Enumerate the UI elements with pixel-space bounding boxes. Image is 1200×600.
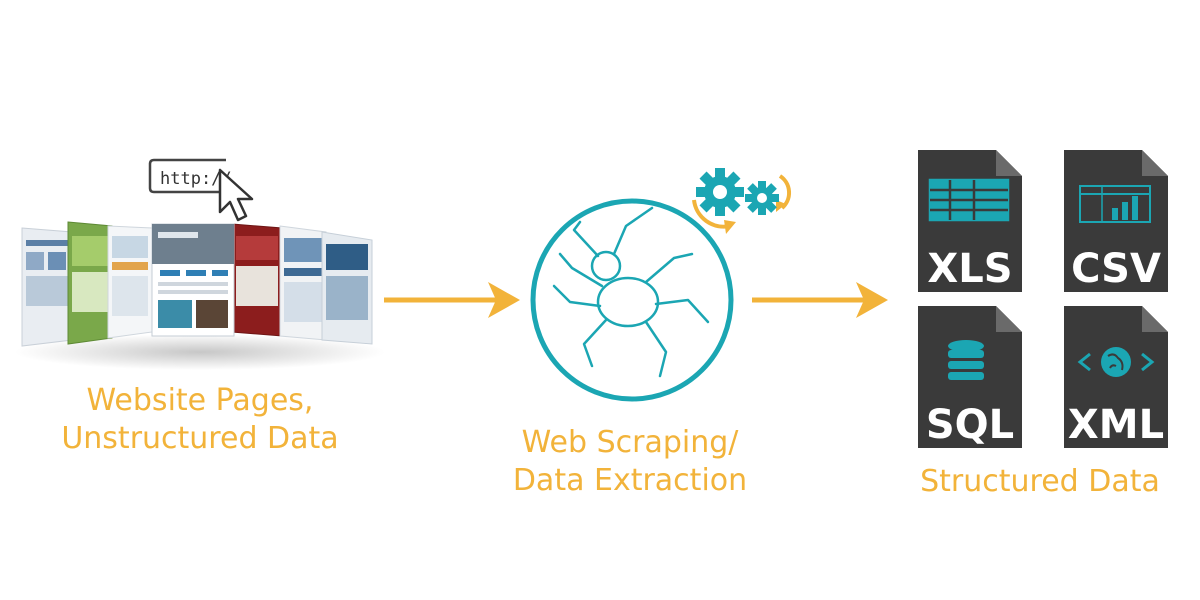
web-scraper-spider-icon xyxy=(530,198,734,402)
gears-icon xyxy=(692,168,792,234)
scraper-circle xyxy=(530,198,734,402)
page-thumb-left-3 xyxy=(107,225,153,339)
website-pages-collage: http:// xyxy=(15,158,385,370)
output-caption-text: Structured Data xyxy=(920,464,1160,499)
output-caption: Structured Data xyxy=(900,463,1180,501)
xml-label: XML xyxy=(1068,402,1164,448)
url-text: http:// xyxy=(160,169,232,189)
collage-shadow xyxy=(15,334,385,370)
source-caption-line1: Website Pages, xyxy=(86,383,314,418)
page-thumb-left-2 xyxy=(67,221,113,345)
sql-file-icon: SQL xyxy=(918,306,1022,448)
bar-chart-table-icon xyxy=(1079,185,1151,223)
page-thumb-right-3 xyxy=(231,223,283,337)
globe-code-icon xyxy=(1077,347,1155,377)
csv-file-icon: CSV xyxy=(1064,150,1168,292)
page-thumb-center xyxy=(151,223,235,337)
process-caption: Web Scraping/ Data Extraction xyxy=(470,424,790,500)
page-thumb-right-2 xyxy=(279,225,327,341)
page-thumb-far-left xyxy=(21,227,73,347)
gear-small xyxy=(745,181,779,215)
sql-label: SQL xyxy=(926,402,1014,448)
xml-file-icon: XML xyxy=(1064,306,1168,448)
xls-file-icon: XLS xyxy=(918,150,1022,292)
mouse-cursor-icon xyxy=(218,168,254,222)
source-caption-line2: Unstructured Data xyxy=(61,421,339,456)
process-caption-line2: Data Extraction xyxy=(512,463,748,498)
database-icon xyxy=(948,340,984,380)
arrow-source-to-process xyxy=(384,282,520,318)
spreadsheet-icon xyxy=(928,178,1010,222)
source-caption: Website Pages, Unstructured Data xyxy=(30,382,370,458)
page-thumb-far-right xyxy=(321,231,373,345)
arrow-process-to-output xyxy=(752,282,888,318)
process-caption-line1: Web Scraping/ xyxy=(521,425,739,460)
url-bar: http:// xyxy=(148,158,232,194)
gear-large xyxy=(696,168,744,216)
csv-label: CSV xyxy=(1071,246,1161,292)
xls-label: XLS xyxy=(927,246,1012,292)
